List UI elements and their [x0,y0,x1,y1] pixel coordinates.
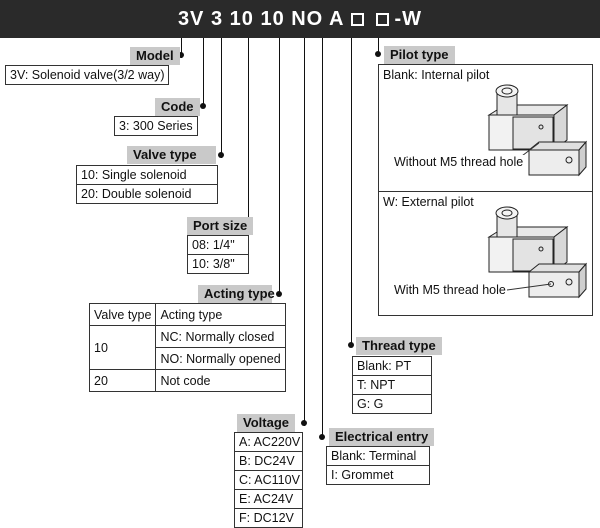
line-thread [351,38,352,344]
port-size-box: 08: 1/4" 10: 3/8" [187,235,249,274]
dot-acting [276,291,282,297]
table-row: Valve type Acting type [88,303,286,326]
acting-type-label: Acting type [198,285,275,303]
voltage-option: A: AC220V [239,435,301,449]
code-box: 3: 300 Series [114,116,198,136]
port-size-option: 08: 1/4" [192,238,235,252]
line-valve [221,38,222,158]
valve-type-label: Valve type [127,146,216,164]
line-entry [322,38,323,438]
valve-type-option: 10: Single solenoid [81,168,187,182]
blank-box-1 [350,12,364,26]
cell-no: NO: Normally opened [155,347,286,370]
thread-type-box: Blank: PT T: NPT G: G [352,356,432,414]
cell-nc: NC: Normally closed [155,325,286,348]
valve-type-option: 20: Double solenoid [77,184,217,203]
acting-type-table: Valve type Acting type 10 NC: Normally c… [88,303,286,392]
code-label: Code [155,98,200,116]
dot-voltage [301,420,307,426]
table-row: 20 Not code [88,369,286,392]
voltage-box: A: AC220V B: DC24V C: AC110V E: AC24V F:… [234,432,303,528]
dot-pilot [375,51,381,57]
line-code [203,38,204,106]
voltage-option: C: AC110V [235,470,302,489]
dot-code [200,103,206,109]
code-prefix: 3V 3 10 10 NO A [177,7,345,30]
cell-valve-20: 20 [88,369,157,392]
internal-pilot-section: Blank: Internal pilot Without M5 thread … [379,65,592,191]
electrical-entry-option: Blank: Terminal [331,449,417,463]
external-pilot-title: W: External pilot [383,195,474,209]
code-value: 3: 300 Series [119,119,193,133]
col-acting-type: Acting type [155,303,286,326]
voltage-label: Voltage [237,414,295,432]
electrical-entry-option: I: Grommet [327,465,429,484]
external-pilot-section: W: External pilot With M5 thread hole [379,191,592,315]
dot-thread [348,342,354,348]
code-suffix: -W [394,7,423,30]
blank-box-2 [375,12,389,26]
line-port [248,38,249,228]
cell-not-code: Not code [155,369,286,392]
thread-type-option: T: NPT [353,375,431,394]
model-value: 3V: Solenoid valve(3/2 way) [10,68,165,82]
voltage-option: F: DC12V [235,508,302,527]
external-pilot-note: With M5 thread hole [393,283,507,297]
electrical-entry-label: Electrical entry [329,428,435,446]
pilot-type-box: Blank: Internal pilot Without M5 thread … [378,64,593,316]
valve-type-box: 10: Single solenoid 20: Double solenoid [76,165,218,204]
thread-type-option: G: G [353,394,431,413]
pilot-type-label: Pilot type [384,46,455,64]
internal-pilot-title: Blank: Internal pilot [383,68,490,82]
model-code-title: 3V 3 10 10 NO A -W [0,0,600,38]
voltage-option: E: AC24V [235,489,302,508]
port-size-label: Port size [187,217,254,235]
valve-illustration-external [393,206,588,299]
model-box: 3V: Solenoid valve(3/2 way) [5,65,170,85]
col-valve-type: Valve type [88,303,157,326]
line-voltage [304,38,305,426]
thread-type-option: Blank: PT [357,359,412,373]
port-size-option: 10: 3/8" [188,254,248,273]
line-pilot [378,38,379,54]
valve-illustration-internal [393,84,588,177]
line-model [181,38,182,58]
internal-pilot-note: Without M5 thread hole [393,155,525,169]
thread-type-label: Thread type [356,337,442,355]
model-label: Model [130,47,180,65]
line-acting [279,38,280,294]
dot-model [178,52,184,58]
dot-valve [218,152,224,158]
table-row: 10 NC: Normally closed [88,325,286,370]
voltage-option: B: DC24V [235,451,302,470]
dot-entry [319,434,325,440]
electrical-entry-box: Blank: Terminal I: Grommet [326,446,430,485]
cell-valve-10: 10 [88,325,157,370]
